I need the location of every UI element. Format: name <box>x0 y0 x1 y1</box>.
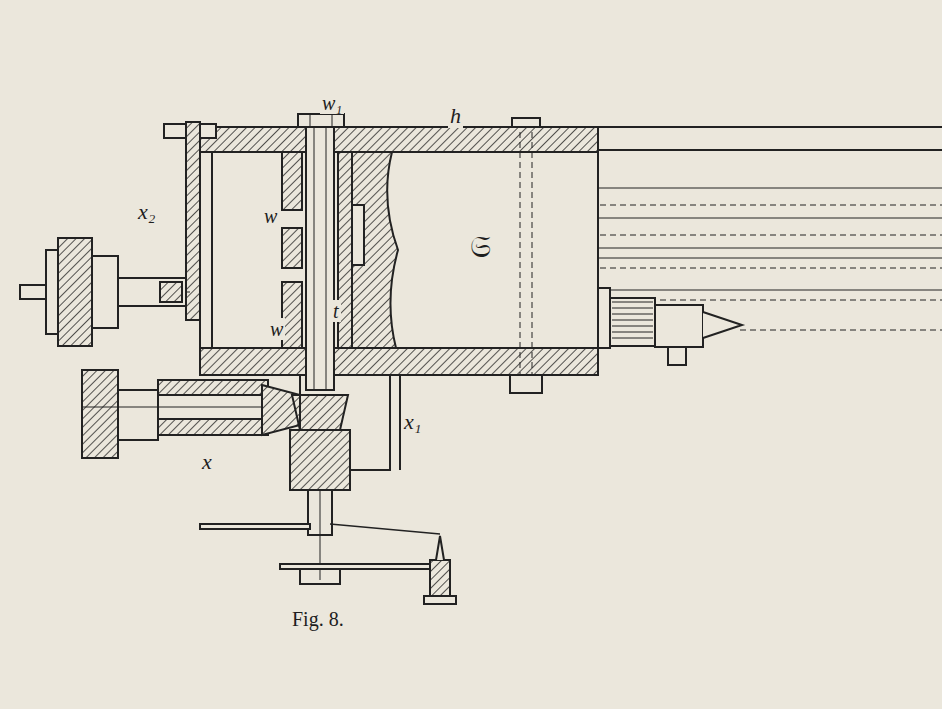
part-letter: t <box>331 300 341 322</box>
figure-caption: Fig. 8. <box>290 608 346 630</box>
part-letter: w <box>262 205 279 227</box>
part-letter: x₂ <box>136 200 157 224</box>
part-letter: x₁ <box>402 410 423 434</box>
part-letter: w <box>268 318 285 340</box>
part-letter: 𝔖 <box>468 230 493 263</box>
part-letter: x <box>200 450 214 474</box>
part-letter: w₁ <box>320 92 344 114</box>
part-letter: h <box>448 104 463 128</box>
